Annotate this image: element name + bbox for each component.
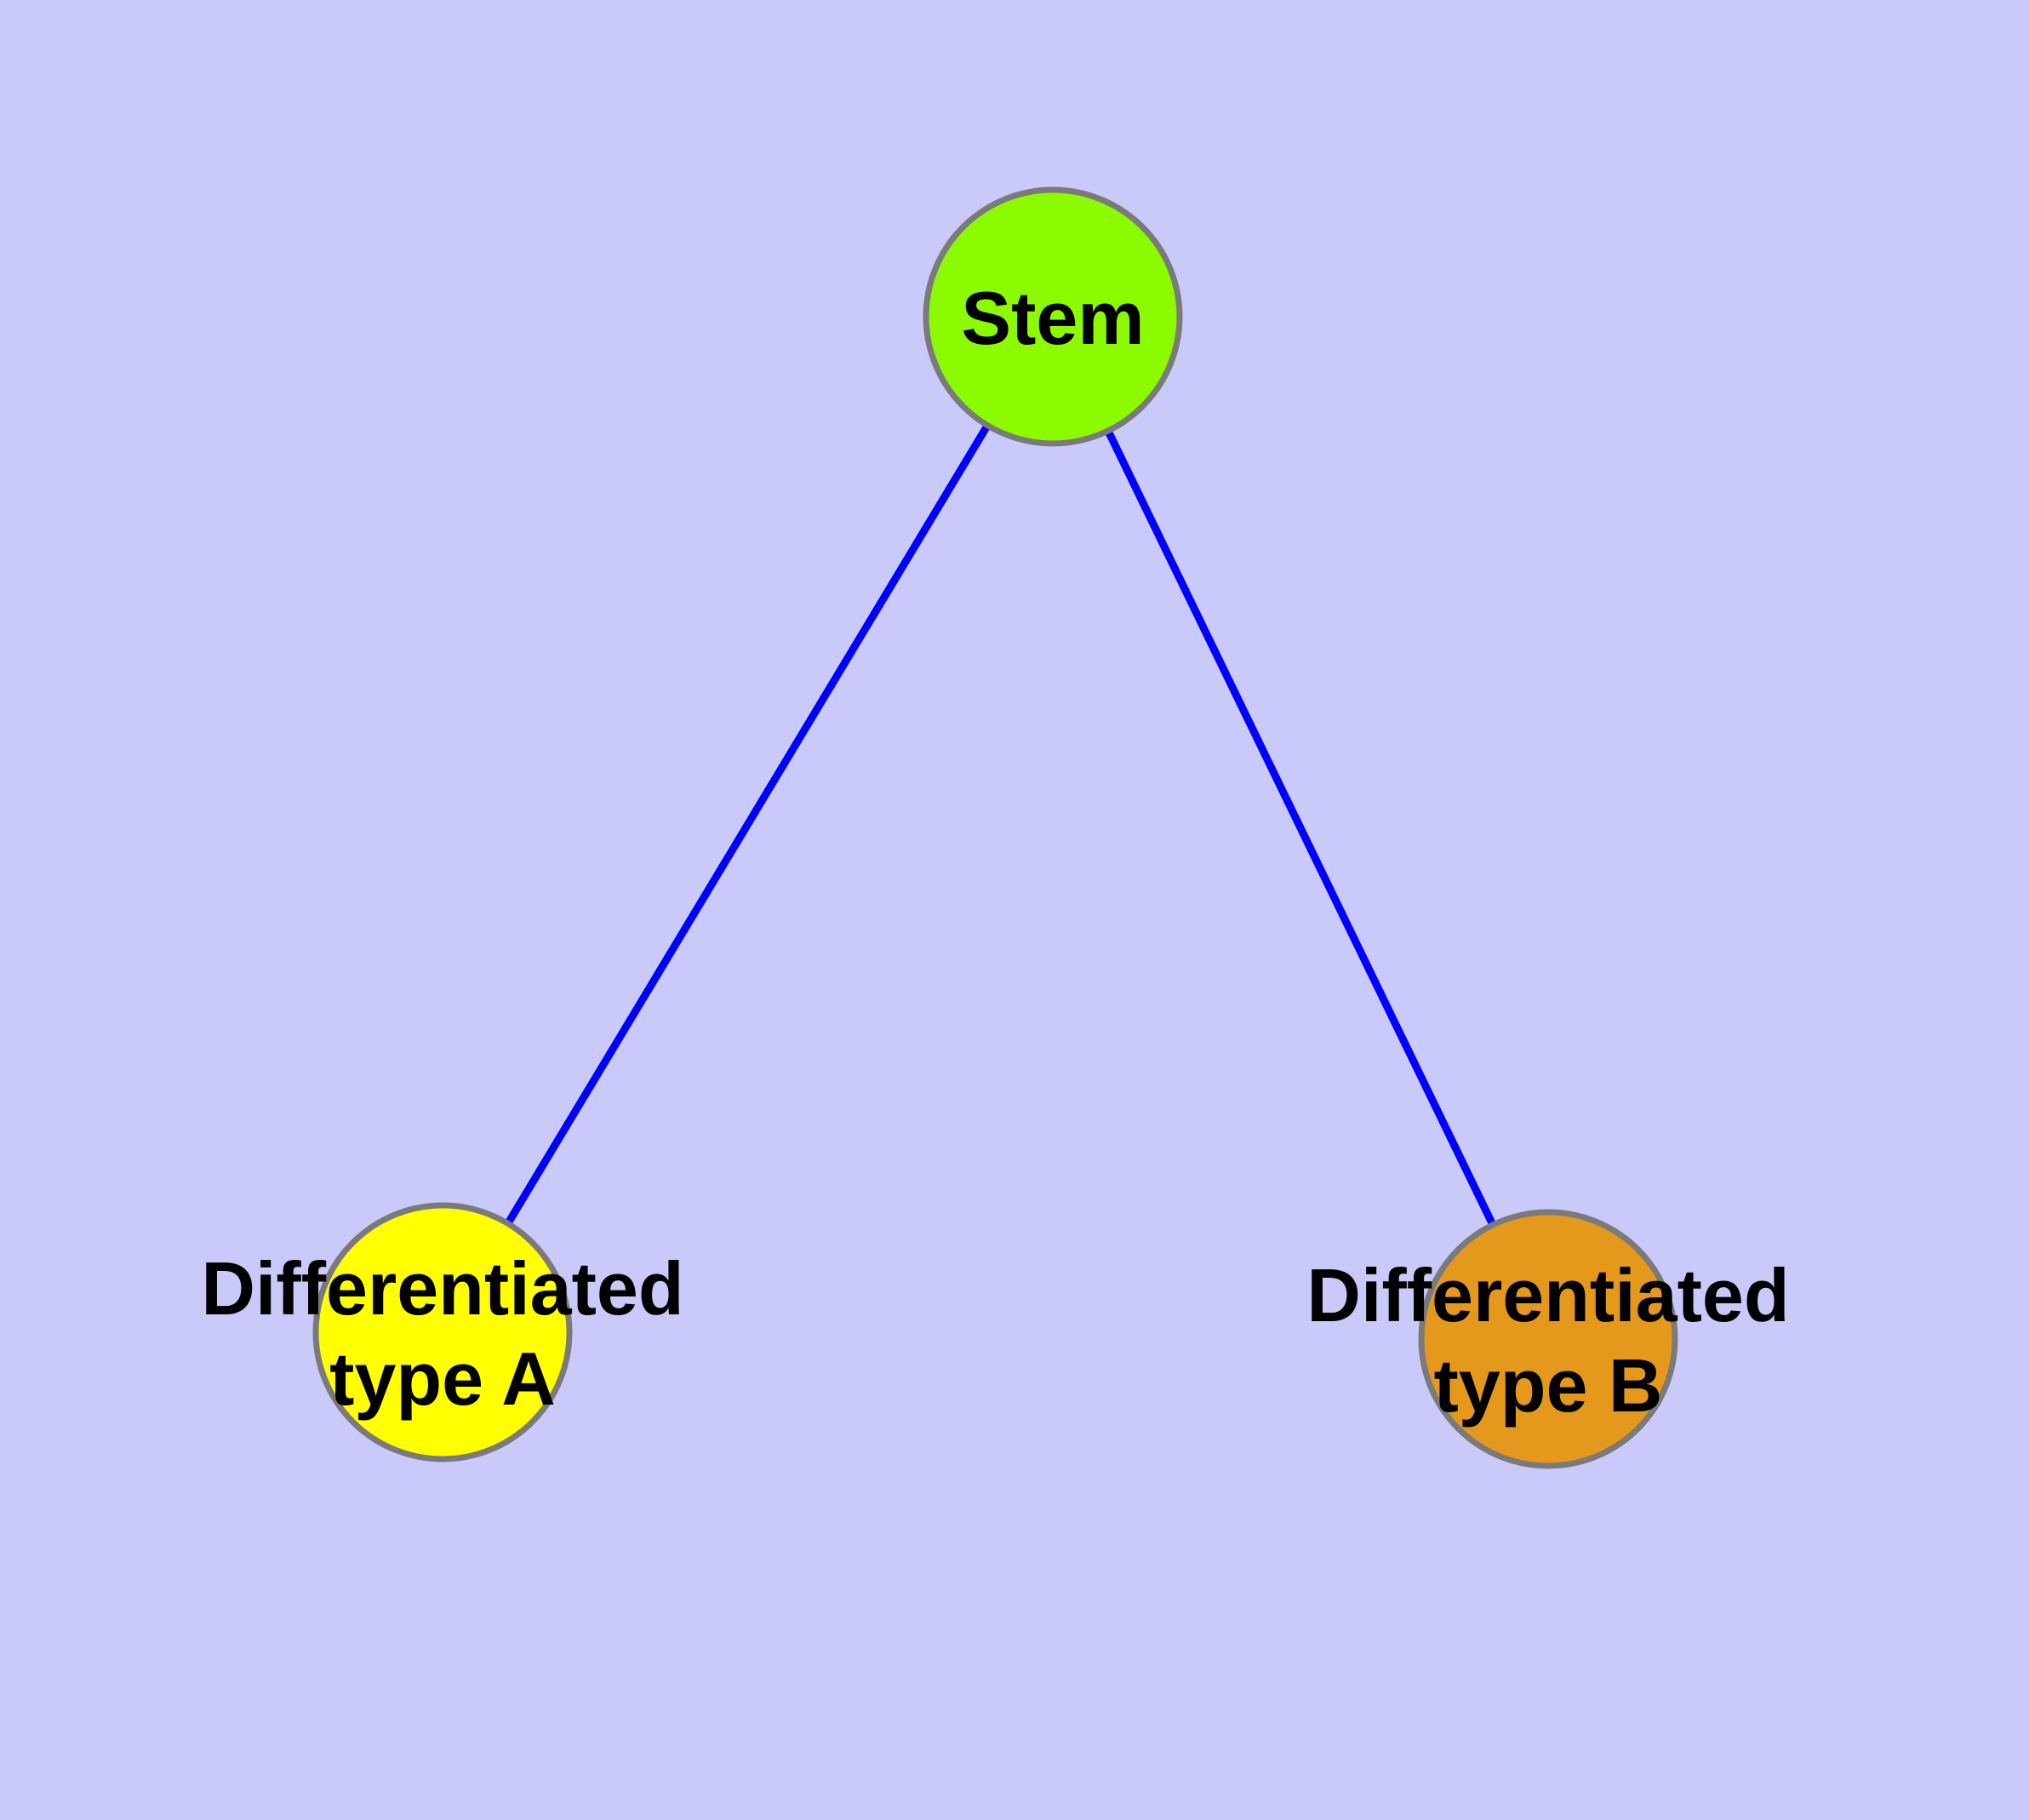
edge-stem-to-type-a bbox=[439, 314, 1056, 1335]
node-type-a-circle bbox=[312, 1202, 573, 1462]
node-stem-label: Stem bbox=[961, 276, 1144, 360]
node-type-a-label-line1: Differentiated bbox=[201, 1246, 683, 1331]
node-type-b-label-line1: Differentiated bbox=[1306, 1253, 1789, 1337]
node-type-b-label-line2: type B bbox=[1434, 1343, 1663, 1428]
node-type-b-circle bbox=[1418, 1209, 1678, 1469]
node-type-a-label-line2: type A bbox=[329, 1336, 556, 1421]
edge-stem-to-type-b bbox=[1049, 315, 1552, 1341]
node-stem-circle bbox=[923, 186, 1183, 447]
